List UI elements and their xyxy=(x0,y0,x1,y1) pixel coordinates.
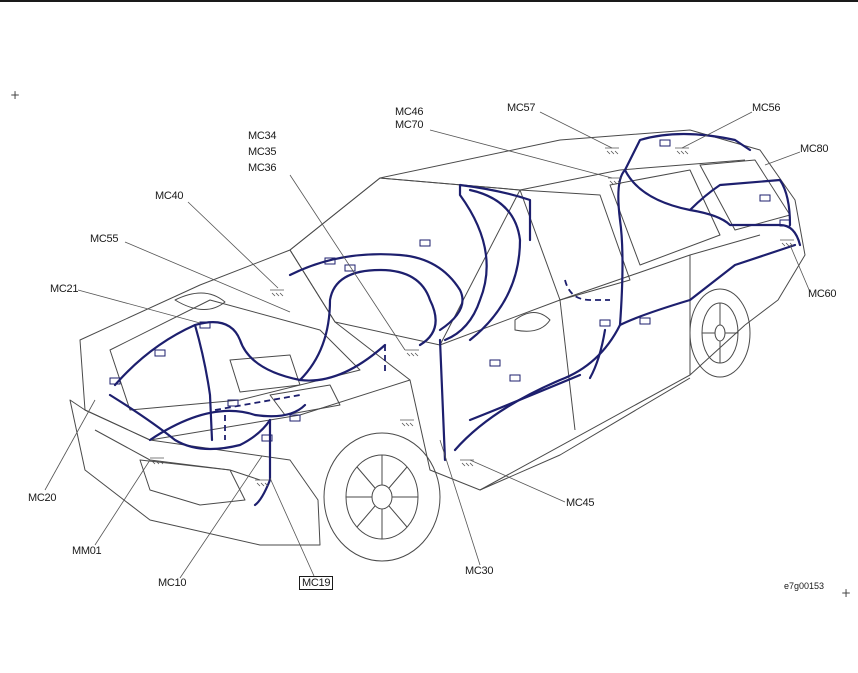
rear-wheel xyxy=(689,288,751,378)
label-mc35: MC35 xyxy=(248,146,277,158)
label-mc46: MC46 xyxy=(395,106,424,118)
label-mc36: MC36 xyxy=(248,162,277,174)
reference-code: e7g00153 xyxy=(784,581,825,591)
label-mc20: MC20 xyxy=(28,492,57,504)
label-mc57: MC57 xyxy=(507,102,536,114)
label-mc19: MC19 xyxy=(299,576,334,590)
registration-cross-left: + xyxy=(10,88,21,102)
label-mc60: MC60 xyxy=(808,288,837,300)
label-mm01: MM01 xyxy=(72,545,102,557)
label-mc10: MC10 xyxy=(158,577,187,589)
label-mc34: MC34 xyxy=(248,130,277,142)
label-mc21: MC21 xyxy=(50,283,79,295)
wiring-harness xyxy=(108,132,802,507)
label-mc45: MC45 xyxy=(566,497,595,509)
label-mc40: MC40 xyxy=(155,190,184,202)
label-mc56: MC56 xyxy=(752,102,781,114)
wiring-harness-dashed xyxy=(214,279,610,440)
front-wheel xyxy=(323,432,441,562)
label-mc80: MC80 xyxy=(800,143,829,155)
top-border xyxy=(0,0,858,2)
registration-cross-right: + xyxy=(841,586,852,600)
label-mc30: MC30 xyxy=(465,565,494,577)
label-mc70: MC70 xyxy=(395,119,424,131)
label-mc55: MC55 xyxy=(90,233,119,245)
connector-symbols xyxy=(109,139,791,442)
leader-lines xyxy=(44,111,811,579)
